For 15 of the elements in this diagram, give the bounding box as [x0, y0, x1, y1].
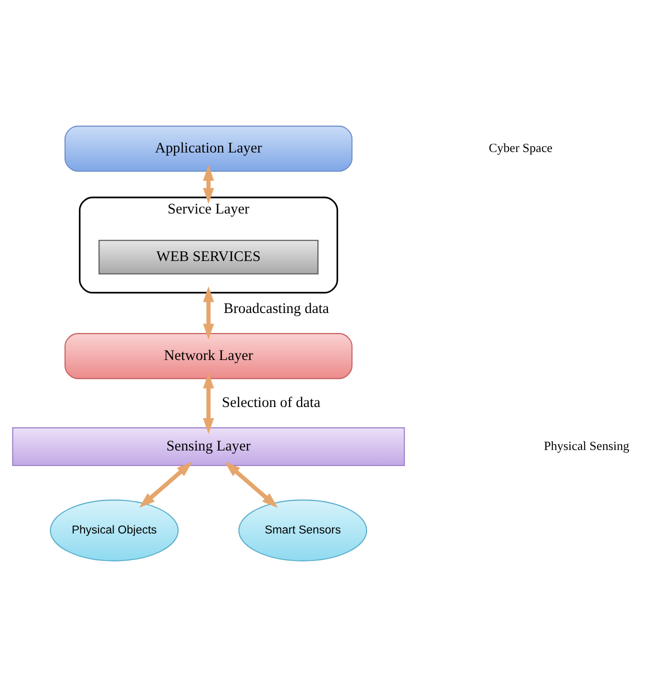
edge-label: Selection of data: [222, 394, 320, 411]
arrow: [139, 461, 192, 508]
node-ellipse: Physical Objects: [50, 499, 179, 561]
arrow: [203, 372, 214, 434]
node-box: Sensing Layer: [12, 426, 405, 466]
node-box: WEB SERVICES: [98, 239, 318, 274]
edge-label: Broadcasting data: [224, 300, 330, 316]
node-box: Application Layer: [64, 125, 353, 172]
node-box: Network Layer: [64, 332, 353, 379]
node-ellipse: Smart Sensors: [238, 499, 368, 561]
label: Cyber Space: [488, 140, 552, 154]
arrow: [203, 164, 214, 204]
label: Physical Sensing: [544, 438, 630, 452]
arrow: [203, 286, 214, 340]
arrow: [224, 461, 278, 508]
